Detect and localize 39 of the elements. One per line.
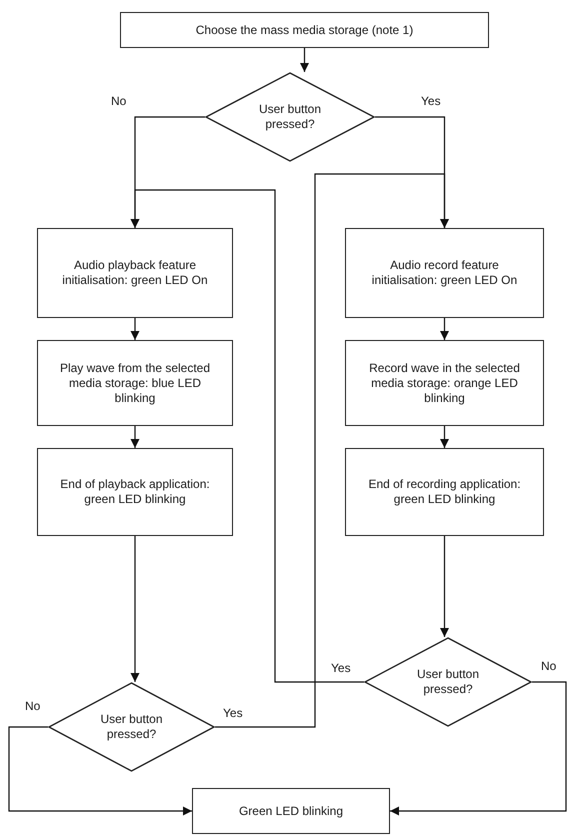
arrow <box>130 536 140 682</box>
decision-diamond <box>205 72 375 162</box>
arrow <box>300 48 309 72</box>
node-text: Play wave from the selected media storage: blue LED blinking <box>58 360 212 406</box>
process-box <box>37 448 233 536</box>
edge-label: Yes <box>420 94 442 108</box>
node-text: User button pressed? <box>258 102 322 132</box>
arrow <box>130 426 140 448</box>
arrow <box>440 426 449 448</box>
arrow <box>130 318 140 340</box>
node-text: User button pressed? <box>416 667 480 697</box>
edge-label: No <box>110 94 128 108</box>
arrow <box>130 189 364 683</box>
arrow <box>8 726 192 816</box>
node-text: User button pressed? <box>99 712 164 742</box>
edge-label: Yes <box>330 661 352 675</box>
node-text: Record wave in the selected media storage: orange LED blinking <box>368 360 521 406</box>
process-box <box>120 12 489 48</box>
edge-label: No <box>24 699 42 713</box>
process-box <box>37 228 233 318</box>
node-text: Choose the mass media storage (note 1) <box>194 22 414 38</box>
process-box <box>345 340 544 426</box>
arrow <box>390 681 567 816</box>
arrow <box>440 318 449 340</box>
process-box <box>345 448 544 536</box>
decision-diamond <box>48 682 215 772</box>
process-box <box>37 340 233 426</box>
node-text: Green LED blinking <box>238 804 344 818</box>
node-text: Audio playback feature initialisation: green LED On <box>61 258 209 288</box>
arrow <box>440 536 449 637</box>
process-box <box>192 788 390 834</box>
edge-label: Yes <box>222 706 244 720</box>
node-text: End of recording application: green LED blinking <box>367 477 522 507</box>
decision-diamond <box>364 637 532 727</box>
node-text: Audio record feature initialisation: green LED On <box>370 258 518 288</box>
edge-label: No <box>540 659 558 673</box>
process-box <box>345 228 544 318</box>
arrow <box>215 173 449 728</box>
node-text: End of playback application: green LED blinking <box>59 477 211 507</box>
